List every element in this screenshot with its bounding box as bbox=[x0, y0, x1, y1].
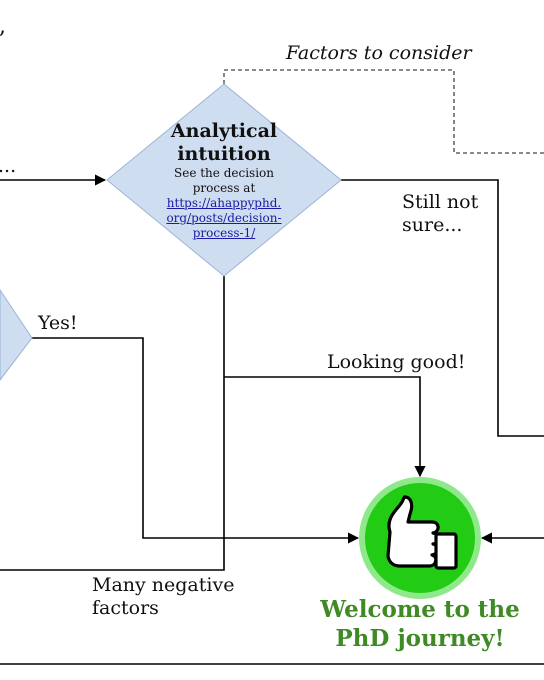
yes-arrow bbox=[32, 337, 360, 544]
negative-factors-connector bbox=[0, 276, 225, 571]
factors-to-consider-label: Factors to consider bbox=[286, 42, 472, 64]
decision-link-line2[interactable]: org/posts/decision- bbox=[166, 211, 282, 225]
welcome-line2: PhD journey! bbox=[335, 625, 505, 652]
many-negative-label-line2: factors bbox=[92, 597, 159, 619]
analytical-intuition-node: Analytical intuition See the decision pr… bbox=[150, 120, 298, 241]
left-decision-diamond bbox=[0, 289, 33, 381]
welcome-message: Welcome to the PhD journey! bbox=[316, 595, 524, 653]
left-ellipsis-label: ... bbox=[0, 155, 17, 177]
looking-good-label: Looking good! bbox=[327, 351, 466, 373]
thumbs-up-icon bbox=[386, 495, 458, 570]
looking-good-arrow bbox=[224, 376, 426, 478]
welcome-line1: Welcome to the bbox=[320, 596, 520, 623]
node-desc-line2: process at bbox=[192, 181, 256, 195]
still-not-sure-label-line2: sure... bbox=[402, 214, 463, 236]
still-not-sure-connector bbox=[341, 179, 544, 437]
analytical-intuition-diamond bbox=[106, 83, 342, 277]
many-negative-label-line1: Many negative bbox=[92, 574, 235, 596]
decision-link-line1[interactable]: https://ahappyphd. bbox=[166, 196, 282, 210]
still-not-sure-label-line1: Still not bbox=[402, 191, 479, 213]
node-desc-line1: See the decision bbox=[174, 166, 274, 180]
factors-dashed-connector bbox=[223, 69, 544, 154]
decision-link-line3[interactable]: process-1/ bbox=[192, 226, 256, 240]
yes-label: Yes! bbox=[38, 312, 78, 334]
node-title-line1: Analytical bbox=[170, 120, 278, 142]
node-title-line2: intuition bbox=[177, 143, 271, 165]
top-comma-fragment: , bbox=[0, 16, 6, 38]
